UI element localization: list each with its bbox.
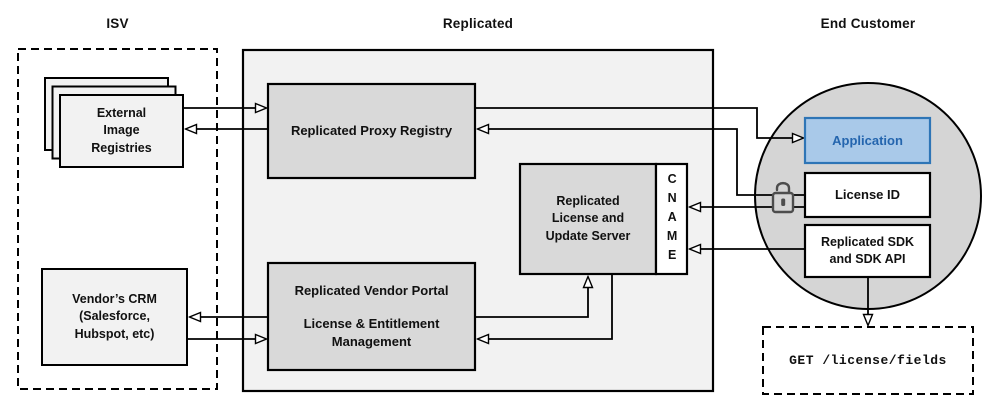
license-id-box: [803, 171, 932, 219]
application-box: [803, 116, 932, 165]
license-update-server-label: Replicated License and Update Server: [545, 194, 631, 243]
license-id-label: License ID: [834, 187, 901, 203]
replicated-section-label: Replicated: [243, 14, 713, 34]
unlocked-padlock-icon: [771, 181, 795, 214]
cname-box: [654, 162, 689, 276]
padlock-keyhole: [781, 198, 786, 206]
proxy-registry-label: Replicated Proxy Registry: [290, 123, 453, 139]
get-endpoint-dashed-box: [762, 326, 974, 395]
isv-section-label: ISV: [18, 14, 217, 34]
license-update-server-box: [518, 162, 658, 276]
connectors: [183, 108, 868, 339]
vendors-crm-box: [41, 268, 188, 366]
end-customer-section-text: End Customer: [820, 15, 916, 31]
replicated-sdk-box: [803, 223, 932, 279]
replicated-section-text: Replicated: [442, 15, 514, 31]
arrow-portal-to-license-server: [475, 277, 588, 318]
application-label: Application: [832, 132, 903, 148]
cname-label: CNAME: [665, 171, 680, 267]
vendors-crm-label: Vendor’s CRM (Salesforce, Hubspot, etc): [72, 292, 157, 341]
arrow-license-server-to-portal: [478, 274, 613, 339]
arrow-license-id-to-proxy: [478, 129, 805, 196]
arrow-proxy-to-application: [475, 107, 803, 138]
proxy-registry-box: [266, 82, 477, 180]
isv-zone-dashed-box: [17, 48, 218, 390]
external-image-registries-label: External Image Registries: [91, 106, 152, 155]
get-license-fields-label: GET /license/fields: [789, 352, 947, 368]
replicated-sdk-label: Replicated SDK and SDK API: [820, 234, 915, 266]
end-customer-section-label: End Customer: [755, 14, 981, 34]
vendor-portal-box: [266, 261, 477, 372]
vendor-portal-label: Replicated Vendor Portal License & Entit…: [294, 283, 449, 349]
isv-section-text: ISV: [106, 15, 129, 31]
padlock-shackle: [775, 181, 791, 195]
external-image-registries-box: [59, 94, 184, 168]
